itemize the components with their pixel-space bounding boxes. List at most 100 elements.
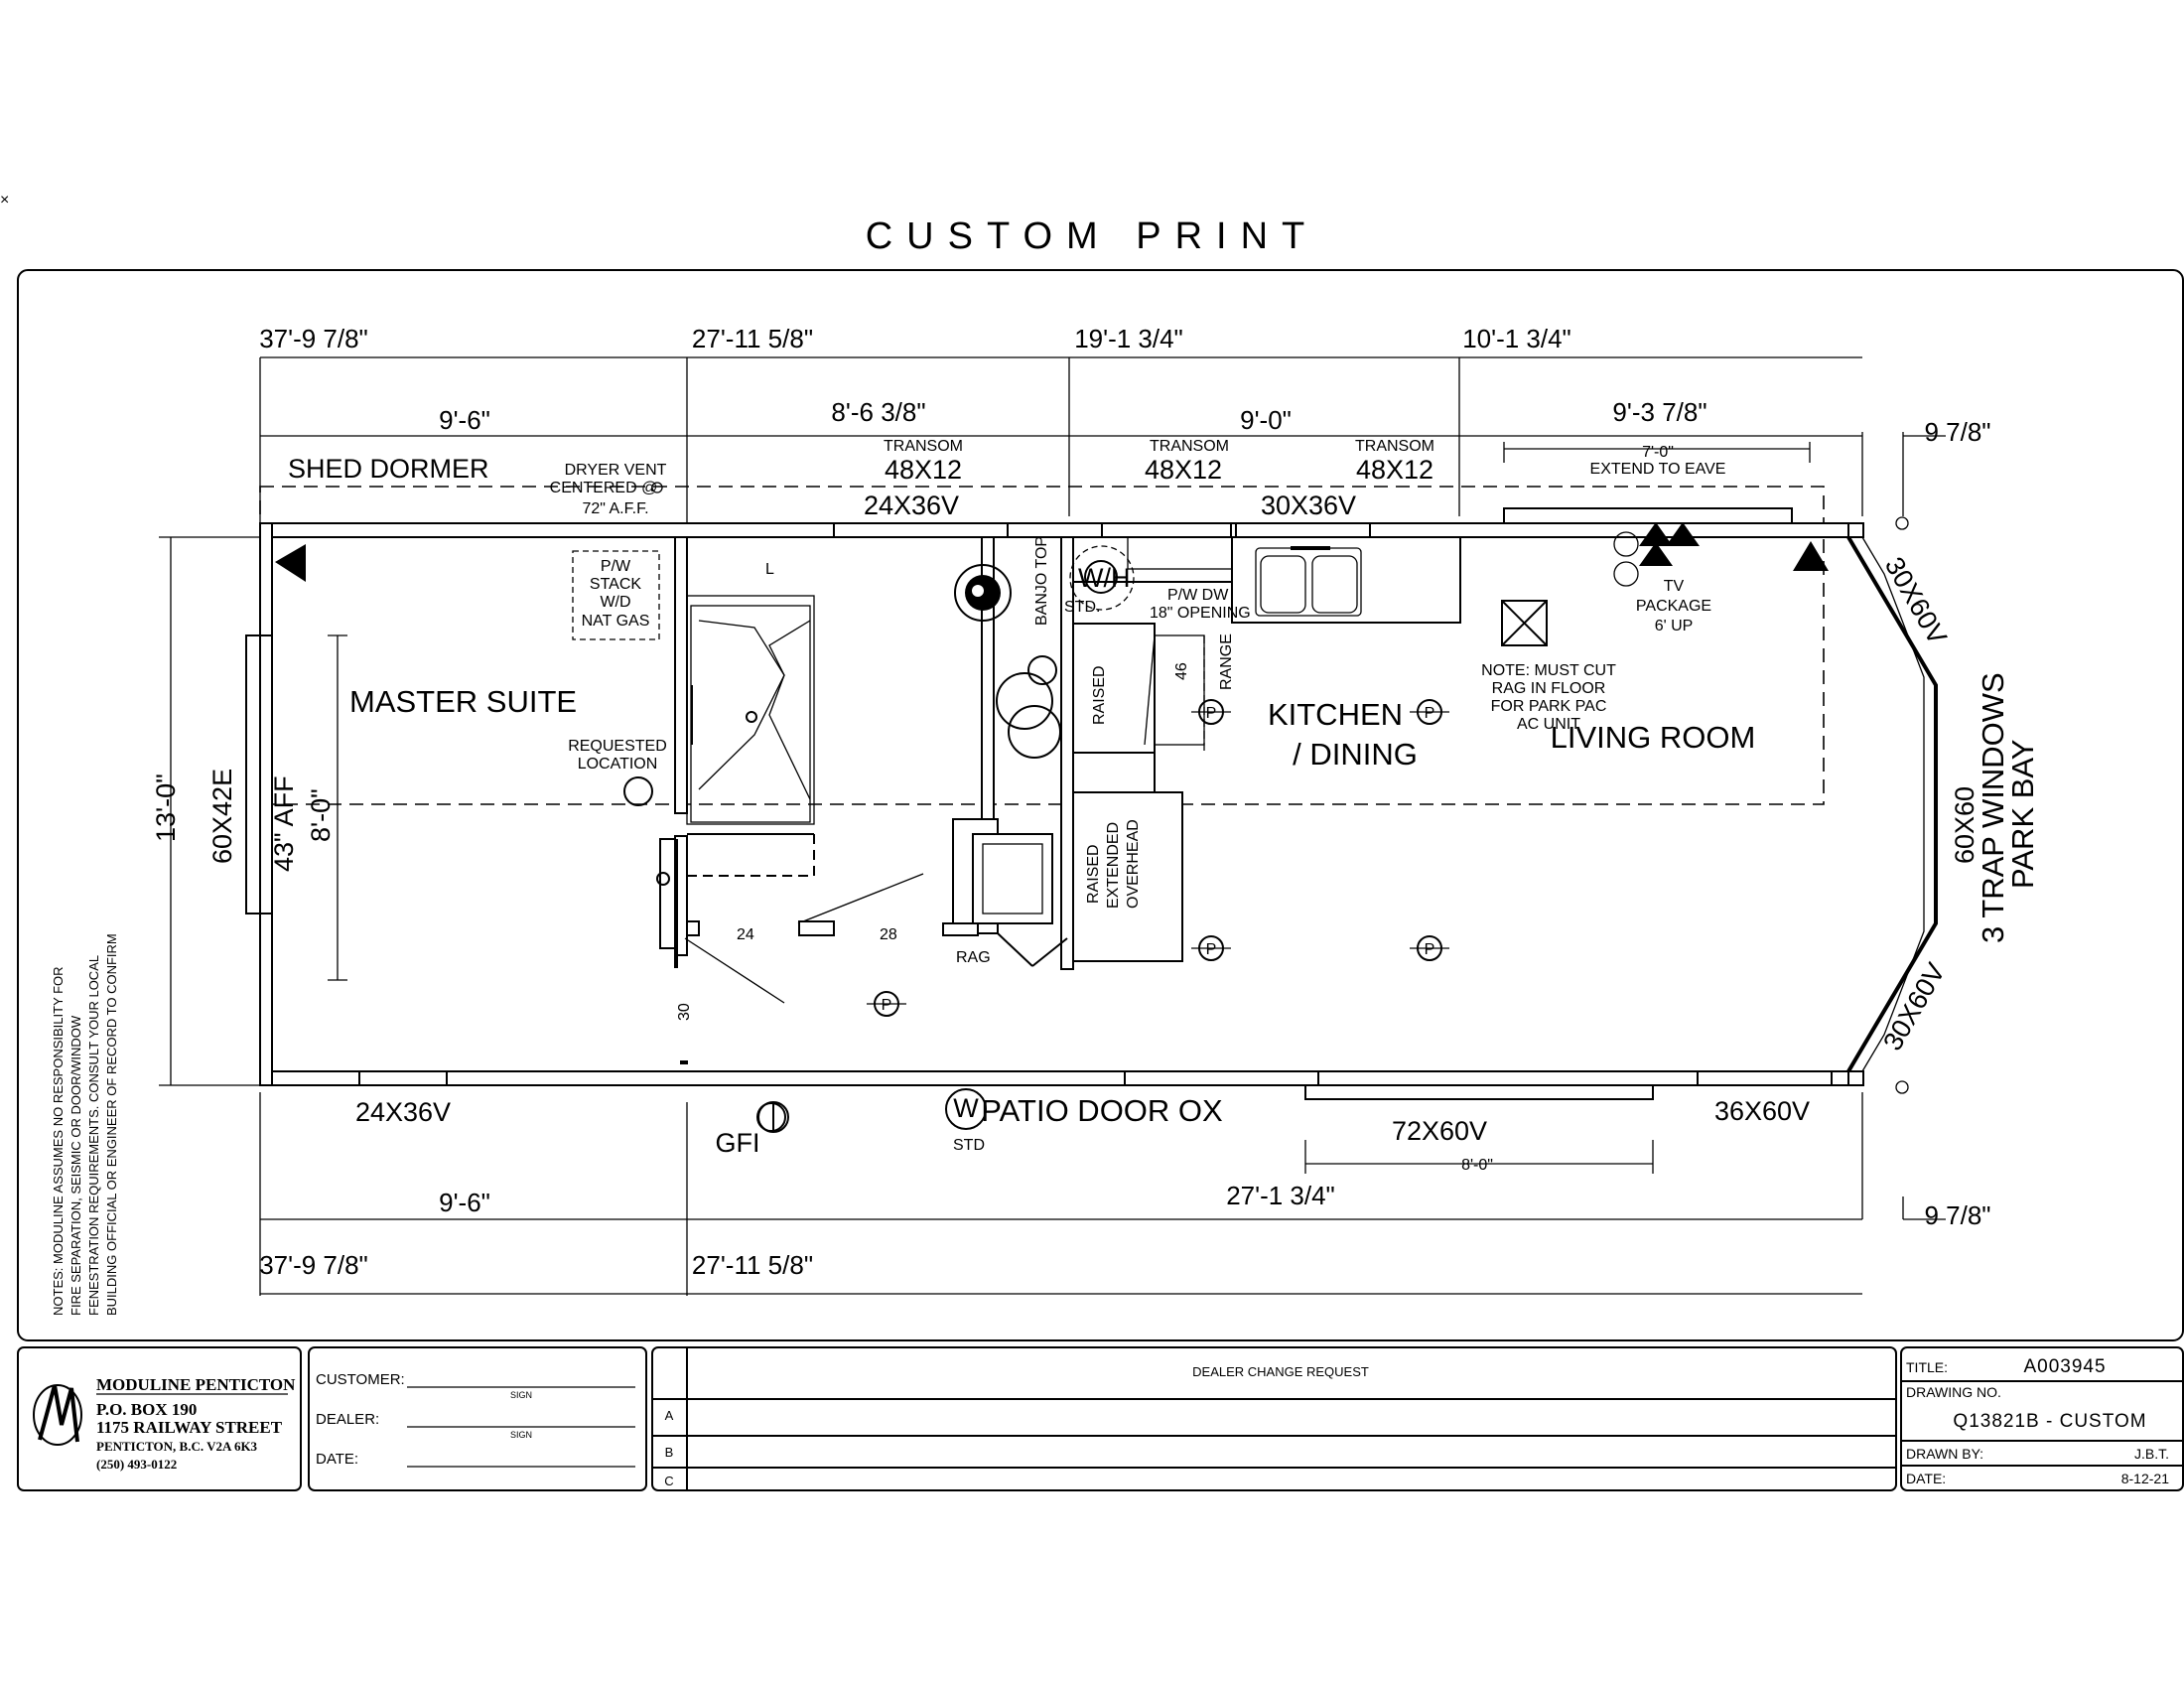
company-street: 1175 RAILWAY STREET [96, 1418, 283, 1437]
outlet-p-label: P [1425, 705, 1435, 722]
outlet-p-label: P [1206, 705, 1217, 722]
title-label: TITLE: [1906, 1359, 1948, 1375]
water-heater-label: W/H [1078, 563, 1130, 593]
dim-top-seg-3: 9'-0" [1240, 405, 1292, 435]
bay-label-1: 3 TRAP WINDOWS [1976, 672, 2010, 943]
company-name: MODULINE PENTICTON [96, 1375, 296, 1394]
tv-line-2: PACKAGE [1636, 598, 1711, 615]
raised-ext-line-1: RAISED [1085, 844, 1102, 904]
requested-line-2: LOCATION [578, 756, 658, 773]
window-aff: 43" AFF [269, 775, 299, 872]
company-city: PENTICTON, B.C. V2A 6K3 [96, 1439, 258, 1454]
pw-line-1: P/W [601, 558, 631, 575]
window-72x60: 72X60V [1392, 1116, 1487, 1146]
dim-top-cum-3: 19'-1 3/4" [1074, 324, 1183, 353]
note-line-4: AC UNIT [1517, 716, 1580, 733]
tv-line-3: 6' UP [1655, 618, 1694, 634]
title-block: MODULINE PENTICTON P.O. BOX 190 1175 RAI… [17, 1346, 2184, 1491]
plan-labels: SHED DORMER DRYER VENT CENTERED @ 72" A.… [151, 438, 2040, 1158]
num-24: 24 [737, 926, 754, 943]
window-48x12-3: 48X12 [1356, 455, 1433, 485]
window-36x60: 36X60V [1714, 1096, 1810, 1126]
requested-line-1: REQUESTED [568, 738, 667, 755]
dim-width: 13'-0" [151, 774, 181, 842]
date-label-2: DATE: [1906, 1471, 1946, 1486]
dryer-vent-line-1: DRYER VENT [565, 462, 667, 479]
outlet-p-label: P [1425, 941, 1435, 958]
customer-label: CUSTOMER: [316, 1371, 405, 1388]
note-line-3: FOR PARK PAC [1491, 698, 1607, 715]
dim-bot-seg-2: 27'-1 3/4" [1226, 1181, 1335, 1210]
window-24x36-top: 24X36V [864, 491, 959, 520]
top-dimensions: 37'-9 7/8" 27'-11 5/8" 19'-1 3/4" 10'-1 … [259, 324, 1991, 536]
dim-bot-seg-3: 9 7/8" [1924, 1200, 1990, 1230]
transom-1: TRANSOM [884, 438, 963, 455]
dim-eave-len: 7'-0" [1642, 444, 1674, 461]
company-logo [33, 1384, 82, 1446]
drawing-no-label: DRAWING NO. [1906, 1384, 2001, 1400]
note-line-2: RAG IN FLOOR [1492, 680, 1606, 697]
banjo-top-label: BANJO TOP [1033, 536, 1050, 626]
window-30x36-top: 30X36V [1261, 491, 1356, 520]
drawing-no-value: Q13821B - CUSTOM [1953, 1411, 2146, 1432]
window-60x42e: 60X42E [207, 769, 237, 864]
dim-top-cum-1: 37'-9 7/8" [259, 324, 368, 353]
range-46-label: 46 [1173, 662, 1190, 680]
row-c: C [664, 1474, 673, 1488]
bottom-dimensions: 8'-0" 9'-6" 27'-1 3/4" 9 7/8" 37'-9 7/8"… [259, 1092, 1991, 1296]
wall-w-mark: W [953, 1093, 979, 1123]
window-48x12-2: 48X12 [1145, 455, 1222, 485]
row-b: B [665, 1445, 674, 1460]
legal-notes: NOTES: MODULINE ASSUMES NO RESPONSIBILIT… [51, 933, 119, 1316]
range-label: RANGE [1218, 633, 1235, 690]
patio-door-label: PATIO DOOR OX [981, 1093, 1223, 1128]
opening-label: 18" OPENING [1150, 605, 1251, 622]
raised-ext-line-3: OVERHEAD [1125, 819, 1142, 909]
dealer-change-title: DEALER CHANGE REQUEST [1192, 1364, 1369, 1379]
dim-top-seg-2: 8'-6 3/8" [831, 397, 925, 427]
eave-note: EXTEND TO EAVE [1590, 461, 1726, 478]
raised-ext-line-2: EXTENDED [1105, 822, 1122, 909]
notes-line-1: NOTES: MODULINE ASSUMES NO RESPONSIBILIT… [51, 966, 66, 1316]
dealer-label: DEALER: [316, 1411, 379, 1428]
note-line-1: NOTE: MUST CUT [1481, 662, 1616, 679]
outlet-p-label: P [882, 997, 892, 1014]
date-value: 8-12-21 [2121, 1471, 2169, 1486]
std-label-1: STD. [1064, 599, 1100, 616]
interior-walls [572, 536, 1461, 1004]
window-24x36-bottom: 24X36V [355, 1097, 451, 1127]
transom-3: TRANSOM [1355, 438, 1434, 455]
tv-line-1: TV [1664, 578, 1685, 595]
drawn-by-value: J.B.T. [2134, 1446, 2169, 1462]
notes-line-4: BUILDING OFFICIAL OR ENGINEER OF RECORD … [104, 933, 119, 1316]
dealer-sign: SIGN [510, 1430, 532, 1440]
std-label-2: STD [953, 1137, 985, 1154]
bay-window-2: 60X60 [1950, 786, 1979, 864]
notes-line-3: FENESTRATION REQUIREMENTS. CONSULT YOUR … [86, 955, 101, 1316]
rag-label: RAG [956, 949, 991, 966]
drawing-title: CUSTOM PRINT [866, 215, 1319, 257]
corner-marker: × [0, 192, 9, 209]
dim-top-seg-5: 9 7/8" [1924, 417, 1990, 447]
pw-line-2: STACK [590, 576, 641, 593]
room-master-suite: MASTER SUITE [349, 684, 577, 719]
bay-window-1: 30X60V [1879, 552, 1953, 649]
date-label: DATE: [316, 1451, 358, 1468]
customer-sign: SIGN [510, 1390, 532, 1400]
room-kitchen-line-1: KITCHEN [1268, 697, 1403, 732]
dryer-vent-line-2: CENTERED @ [550, 480, 658, 496]
dim-top-seg-4: 9'-3 7/8" [1612, 397, 1706, 427]
pw-line-3: W/D [600, 594, 630, 611]
num-28: 28 [880, 926, 897, 943]
dim-top-seg-1: 9'-6" [439, 405, 490, 435]
title-value: A003945 [2023, 1356, 2106, 1377]
window-48x12-1: 48X12 [885, 455, 962, 485]
pw-line-4: NAT GAS [582, 613, 650, 630]
pw-dw-label: P/W DW [1167, 587, 1229, 604]
sheet-border [17, 269, 2184, 1341]
dim-top-cum-4: 10'-1 3/4" [1462, 324, 1571, 353]
dryer-vent-line-3: 72" A.F.F. [582, 500, 648, 517]
shed-dormer-label: SHED DORMER [288, 454, 489, 484]
